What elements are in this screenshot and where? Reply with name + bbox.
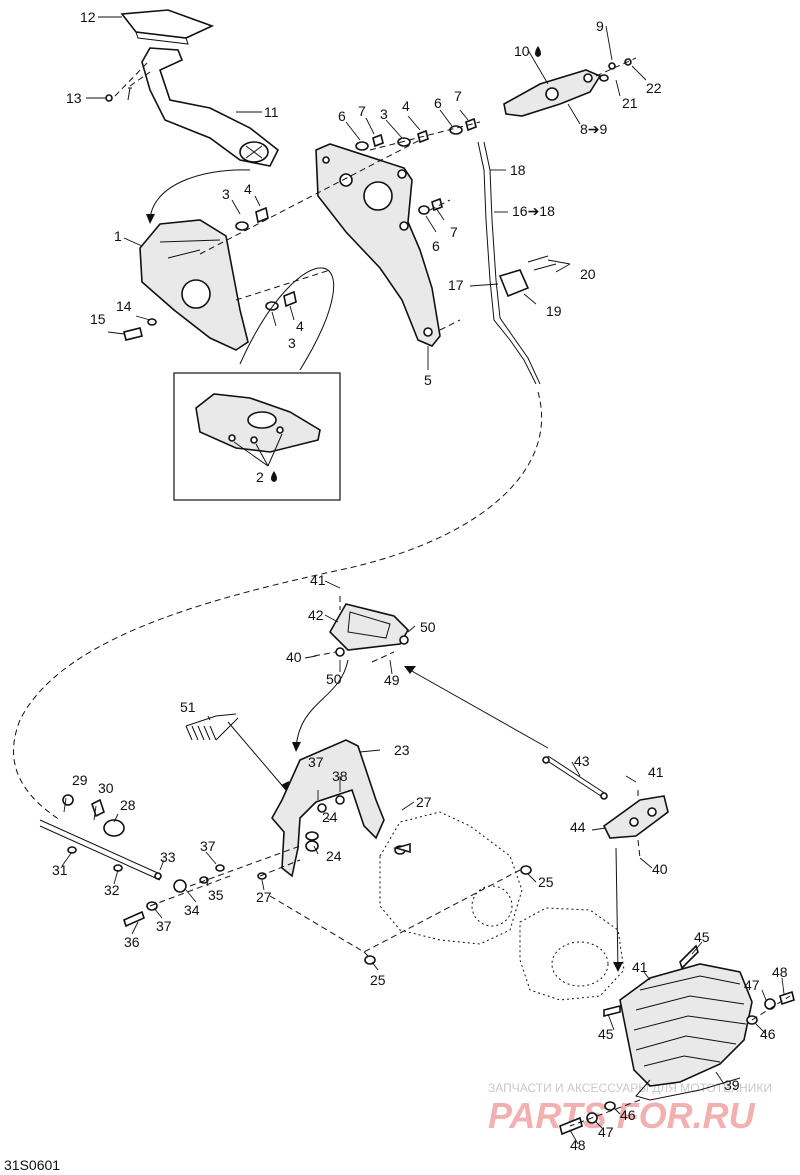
callout-41c: 41	[632, 959, 648, 975]
detail-inset	[173, 372, 341, 501]
callout-35: 35	[208, 887, 224, 903]
watermark-logo: PARTS FOR.RU	[488, 1095, 756, 1136]
bushings-and-pins	[39, 794, 411, 928]
mounting-plate	[315, 143, 441, 347]
callout-47b: 47	[598, 1124, 614, 1140]
callout-43: 43	[574, 753, 590, 769]
callout-3b: 3	[288, 335, 296, 351]
callout-37a: 37	[308, 754, 324, 770]
callout-17: 17	[448, 277, 464, 293]
callout-34: 34	[184, 902, 200, 918]
callout-50a: 50	[420, 619, 436, 635]
callout-15: 15	[90, 311, 106, 327]
callout-48a: 48	[772, 964, 788, 980]
pedal-cover	[139, 219, 249, 351]
callout-37c: 37	[156, 918, 172, 934]
bracket-42	[329, 603, 409, 657]
callout-51: 51	[180, 699, 196, 715]
callout-47a: 47	[744, 977, 760, 993]
callout-42: 42	[308, 607, 324, 623]
callout-3c: 3	[380, 106, 388, 122]
callout-24a: 24	[322, 809, 338, 825]
callout-32: 32	[104, 882, 120, 898]
callout-4a: 4	[244, 181, 252, 197]
callout-25b: 25	[370, 972, 386, 988]
callout-45b: 45	[598, 1026, 614, 1042]
pedal-arm	[141, 47, 280, 167]
callout-29: 29	[72, 772, 88, 788]
callout-37b: 37	[200, 838, 216, 854]
callout-46b: 46	[620, 1107, 636, 1123]
callout-11: 11	[264, 104, 279, 120]
callout-30: 30	[98, 780, 114, 796]
watermark: ЗАПЧАСТИ И АКСЕССУАРЫ ДЛЯ МОТОТЕХНИКИ PA…	[488, 1081, 772, 1136]
callout-50b: 50	[326, 671, 342, 687]
callout-45a: 45	[694, 929, 710, 945]
callout-21: 21	[622, 95, 638, 111]
callout-46a: 46	[760, 1026, 776, 1042]
callout-24b: 24	[326, 848, 342, 864]
brake-lever	[271, 739, 385, 878]
callout-39: 39	[724, 1077, 740, 1093]
callout-27a: 27	[416, 794, 432, 810]
watermark-line: ЗАПЧАСТИ И АКСЕССУАРЫ ДЛЯ МОТОТЕХНИКИ	[488, 1081, 772, 1095]
cable	[477, 141, 557, 385]
callout-13: 13	[66, 90, 82, 106]
reverse-gate	[619, 963, 753, 1101]
adhesive-drop-icon	[271, 46, 541, 482]
callout-27b: 27	[256, 889, 272, 905]
callout-3a: 3	[222, 186, 230, 202]
callout-44: 44	[570, 819, 586, 835]
hardware-top	[123, 117, 477, 341]
callout-6b: 6	[434, 95, 442, 111]
callout-6a: 6	[338, 108, 346, 124]
callout-25a: 25	[538, 874, 554, 890]
callout-23: 23	[394, 742, 410, 758]
bolt-13	[105, 87, 132, 102]
pedal-pad	[120, 9, 215, 45]
callout-22: 22	[646, 80, 662, 96]
callout-16: 16➔18	[512, 203, 555, 219]
callout-7a: 7	[358, 103, 366, 119]
callout-7b: 7	[454, 88, 462, 104]
callout-36: 36	[124, 934, 140, 950]
callout-4c: 4	[402, 98, 410, 114]
callout-19: 19	[546, 303, 562, 319]
callout-2: 2	[256, 469, 264, 485]
callout-49: 49	[384, 672, 400, 688]
return-spring	[185, 713, 239, 741]
callout-12: 12	[80, 9, 96, 25]
diagram-id: 31S0601	[4, 1157, 60, 1173]
callout-20: 20	[580, 266, 596, 282]
callout-8: 8➔9	[580, 121, 608, 137]
callout-9: 9	[596, 18, 604, 34]
bracket-44	[602, 795, 669, 839]
callout-10: 10	[514, 43, 530, 59]
callout-14: 14	[116, 298, 132, 314]
callout-18: 18	[510, 162, 526, 178]
callout-6c: 6	[432, 238, 440, 254]
link-rod	[542, 755, 608, 800]
callout-28: 28	[120, 797, 136, 813]
callout-33: 33	[160, 849, 176, 865]
callout-40a: 40	[286, 649, 302, 665]
jet-housing	[379, 811, 625, 1001]
callout-41b: 41	[648, 764, 664, 780]
callout-5: 5	[424, 372, 432, 388]
callout-48b: 48	[570, 1137, 586, 1153]
lever-arm	[503, 58, 632, 117]
callout-31: 31	[52, 862, 68, 878]
callout-labels: 12 13 11 1 3 4 14 15 3 4 6 7 3 4 6 7 5 7…	[52, 9, 788, 1153]
callout-1: 1	[114, 228, 122, 244]
leader-lines	[61, 16, 785, 1145]
callout-40b: 40	[652, 861, 668, 877]
callout-4b: 4	[296, 318, 304, 334]
callout-41a: 41	[310, 572, 326, 588]
callout-7c: 7	[450, 224, 458, 240]
callout-38: 38	[332, 768, 348, 784]
